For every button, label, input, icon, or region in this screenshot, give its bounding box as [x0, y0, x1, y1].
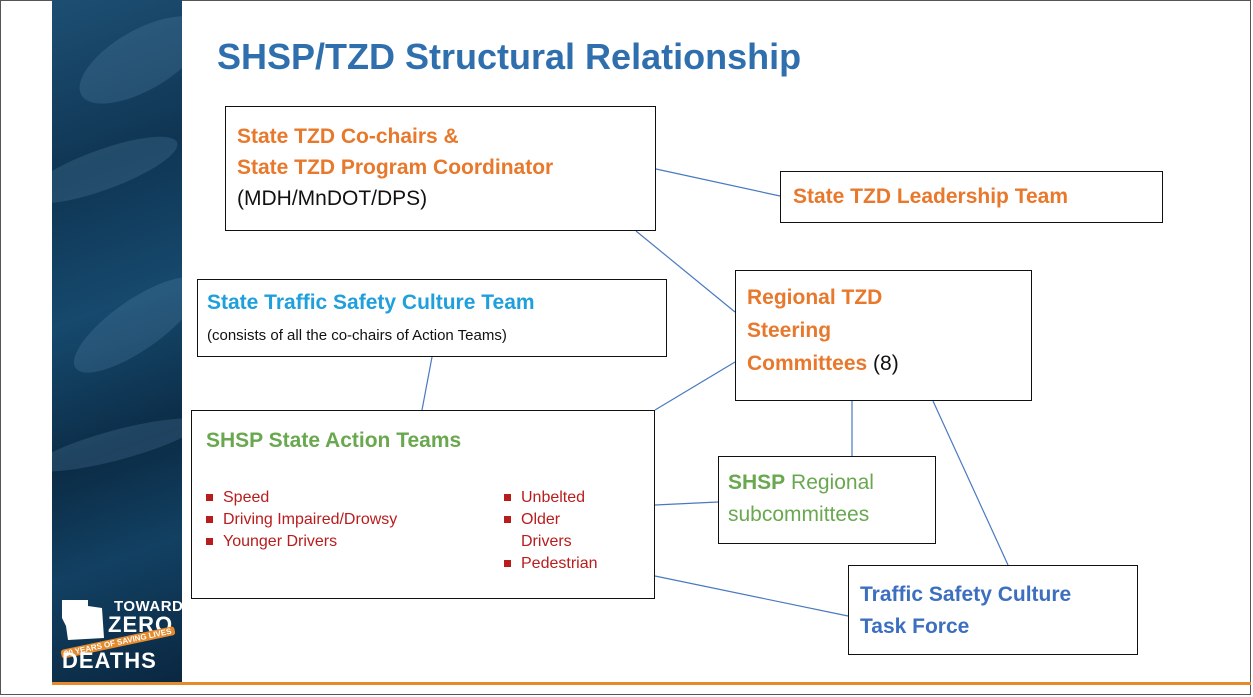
decorative-side-image — [52, 0, 182, 682]
list-item: Speed — [204, 487, 474, 509]
culture-team-subtitle: (consists of all the co-chairs of Action… — [207, 327, 507, 344]
subcommittees-prefix: SHSP — [728, 471, 786, 494]
subcommittees-box: SHSP Regional subcommittees — [718, 456, 936, 544]
regional-box: Regional TZD Steering Committees (8) — [735, 270, 1032, 401]
leadership-box: State TZD Leadership Team — [780, 171, 1163, 223]
list-item: Younger Drivers — [204, 531, 474, 553]
task-force-box: Traffic Safety Culture Task Force — [848, 565, 1138, 655]
connector-cochairs-leadership — [655, 168, 781, 197]
connector-actionteams-subcommittees — [654, 501, 719, 506]
leadership-label: State TZD Leadership Team — [793, 185, 1069, 208]
subcommittees-line2: subcommittees — [728, 503, 870, 526]
bottom-accent-line — [52, 682, 1251, 685]
list-item: Unbelted — [502, 487, 642, 509]
page-title: SHSP/TZD Structural Relationship — [217, 36, 802, 77]
regional-line3: Committees — [747, 352, 868, 375]
connector-cochairs-regional — [635, 230, 736, 313]
cochairs-box: State TZD Co-chairs & State TZD Program … — [225, 106, 656, 231]
connector-actionteams-regional — [654, 361, 736, 411]
connector-regional-taskforce — [932, 400, 1009, 566]
list-item: Driving Impaired/Drowsy — [204, 509, 474, 531]
action-teams-list-left: Speed Driving Impaired/Drowsy Younger Dr… — [204, 487, 474, 553]
cochairs-line1: State TZD Co-chairs & — [237, 125, 459, 148]
culture-team-title: State Traffic Safety Culture Team — [207, 291, 535, 314]
subcommittees-rest: Regional — [791, 471, 874, 494]
task-force-line1: Traffic Safety Culture — [860, 583, 1072, 606]
action-teams-title: SHSP State Action Teams — [206, 429, 462, 452]
regional-line1: Regional TZD — [747, 286, 883, 309]
logo-deaths: DEATHS — [62, 648, 157, 673]
cochairs-line3: (MDH/MnDOT/DPS) — [237, 187, 428, 210]
connector-actionteams-taskforce — [654, 575, 849, 617]
culture-team-box: State Traffic Safety Culture Team (consi… — [197, 279, 667, 357]
regional-line2: Steering — [747, 319, 832, 342]
connector-culture-actionteams — [421, 356, 433, 411]
regional-count: (8) — [873, 352, 899, 375]
logo-toward: TOWARD — [114, 598, 184, 615]
action-teams-box: SHSP State Action Teams Speed Driving Im… — [191, 410, 655, 599]
cochairs-line2: State TZD Program Coordinator — [237, 156, 554, 179]
toward-zero-deaths-logo: TOWARD ZERO 20 YEARS OF SAVING LIVES DEA… — [58, 598, 183, 673]
task-force-line2: Task Force — [860, 615, 970, 638]
list-item: Pedestrian — [502, 553, 642, 575]
